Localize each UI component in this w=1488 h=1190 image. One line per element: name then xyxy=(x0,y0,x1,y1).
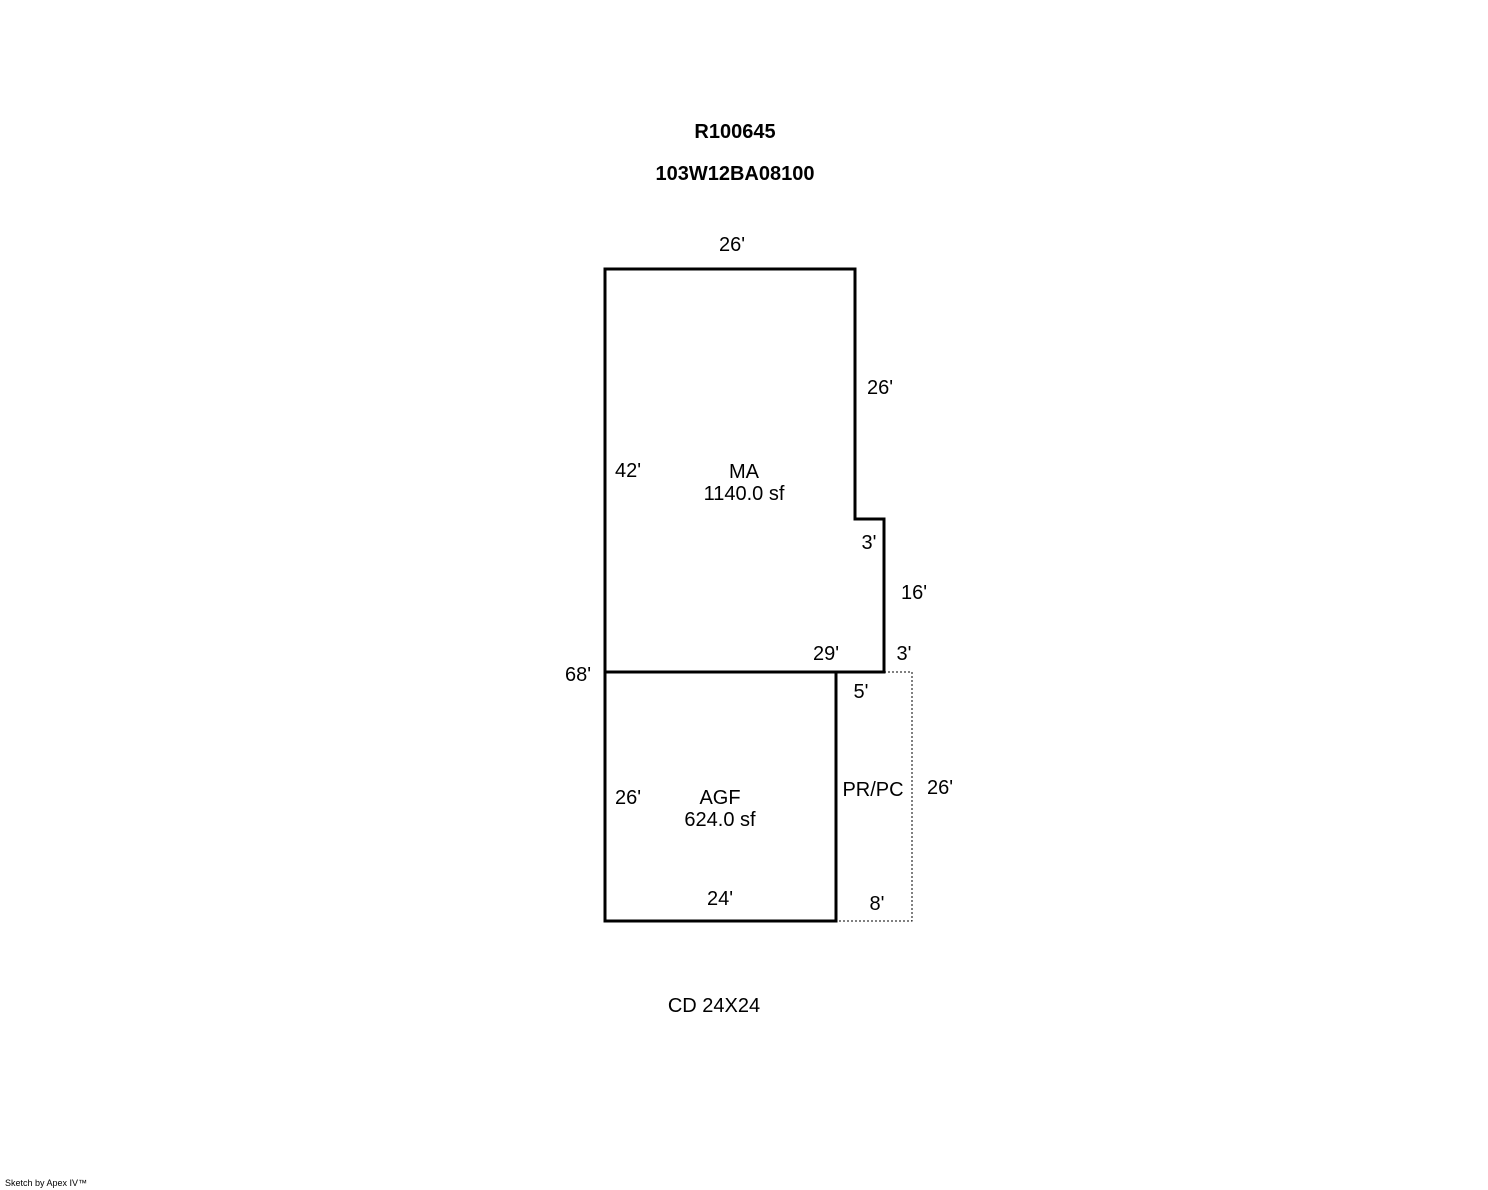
dim-porch-top: 5' xyxy=(854,681,869,703)
dim-ma-jog-b: 3' xyxy=(897,643,912,665)
agf-code-label: AGF xyxy=(699,787,740,809)
dim-overall-left: 68' xyxy=(565,664,591,686)
map-id: 103W12BA08100 xyxy=(655,163,815,185)
dim-porch-bottom: 8' xyxy=(870,893,885,915)
dim-agf-left: 26' xyxy=(615,787,641,809)
sketch-credit: Sketch by Apex IV™ xyxy=(5,1178,88,1188)
dim-agf-bottom: 24' xyxy=(707,888,733,910)
dim-ma-jog-a: 3' xyxy=(862,532,877,554)
dim-ma-left: 42' xyxy=(615,460,641,482)
porch-outline xyxy=(836,671,913,922)
porch-code-label: PR/PC xyxy=(842,779,903,801)
ma-area-label: 1140.0 sf xyxy=(704,483,785,505)
parcel-id: R100645 xyxy=(694,121,776,143)
agf-outline xyxy=(603,670,838,923)
agf-area-label: 624.0 sf xyxy=(684,809,756,831)
dim-ma-bottom: 29' xyxy=(813,643,839,665)
dim-ma-right-upper: 26' xyxy=(867,377,893,399)
ma-code-label: MA xyxy=(729,461,760,483)
dim-ma-right-lower: 16' xyxy=(901,582,927,604)
dim-ma-top: 26' xyxy=(719,234,745,256)
outbuilding-note: CD 24X24 xyxy=(667,995,761,1017)
dim-porch-right: 26' xyxy=(927,777,953,799)
